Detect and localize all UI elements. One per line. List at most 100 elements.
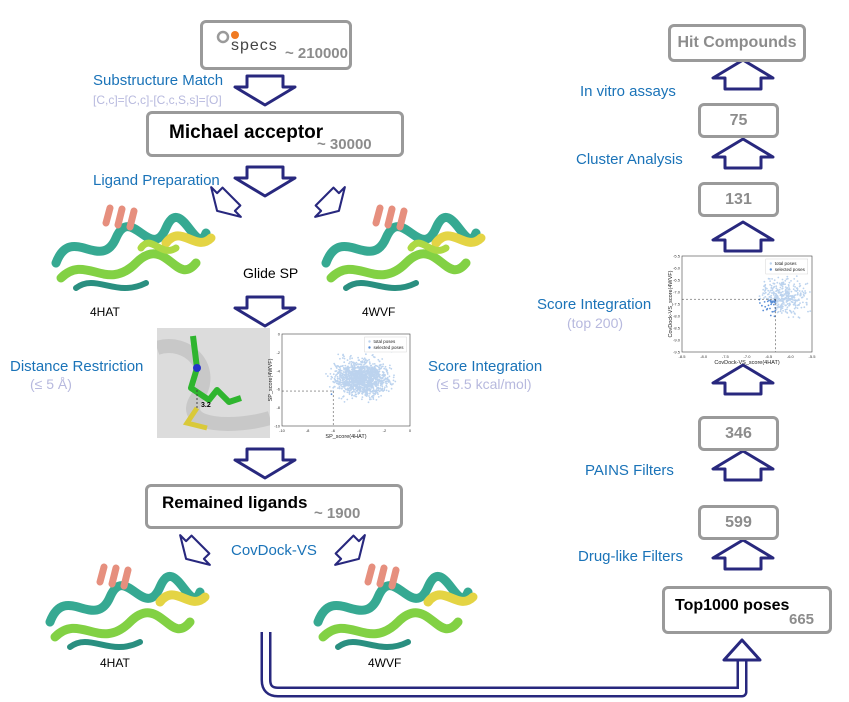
legend-marker [368, 346, 371, 349]
pdb-label-4hat: 4HAT [90, 305, 120, 319]
arrow-up-131 [711, 220, 775, 253]
score-integration-right-sub: (top 200) [567, 315, 624, 331]
legend-label: total poses [373, 339, 396, 344]
pdb-label-4hat-covdock: 4HAT [100, 656, 130, 670]
count-131: 131 [725, 191, 752, 208]
michael-box: Michael acceptor ~ 30000 [146, 111, 404, 157]
covdock-score-plot: -8.5 -8.0 -7.5 -7.0 -6.5 -6.0 -5.5 -5.5 -6.0 -6.5… [668, 252, 818, 370]
legend-marker [368, 340, 371, 343]
x-tick-label: -8.5 [679, 354, 687, 359]
legend-box [765, 258, 809, 275]
protein-structure-4wvf-covdock [313, 563, 478, 650]
protein-structure-4hat [51, 204, 216, 291]
distance-sub: (≤ 5 Å) [30, 376, 72, 392]
distance-label: Distance Restriction [10, 358, 144, 375]
u-connector-head [722, 638, 762, 662]
covdock-label: CovDock-VS [231, 542, 317, 559]
legend-label: selected poses [775, 267, 806, 272]
x-tick-label: -2 [383, 428, 387, 433]
count-346: 346 [725, 425, 752, 442]
x-axis-label: CovDock-VS_score(4HAT) [714, 360, 779, 366]
y-tick-label: -4 [276, 368, 280, 373]
top1000-count: 665 [789, 611, 815, 628]
arrow-up-346 [711, 449, 775, 482]
x-tick-label: -8 [306, 428, 310, 433]
druglike-label: Drug-like Filters [578, 548, 684, 565]
ligprep-label: Ligand Preparation [93, 172, 220, 189]
x-tick-label: -5.5 [809, 354, 817, 359]
score-integration-left-label: Score Integration [428, 358, 543, 375]
score-integration-left-sub: (≤ 5.5 kcal/mol) [436, 376, 532, 392]
hit-compounds-label: Hit Compounds [677, 34, 797, 51]
michael-label: Michael acceptor [169, 122, 324, 143]
pdb-label-4wvf: 4WVF [362, 305, 396, 319]
x-tick-label: -6 [331, 428, 335, 433]
protein-structure-4wvf [321, 204, 486, 291]
remained-count: ~ 1900 [314, 505, 361, 522]
legend-marker [769, 268, 772, 271]
y-tick-label: -6.5 [673, 278, 681, 283]
count-131-box: 131 [698, 182, 779, 217]
specs-box: specs ~ 210000 [200, 20, 352, 70]
x-tick-label: -7.5 [722, 354, 730, 359]
legend-marker [769, 262, 772, 265]
cluster-label: Cluster Analysis [576, 151, 683, 168]
x-tick-label: 0 [409, 428, 412, 433]
legend-box [364, 336, 407, 353]
count-599-box: 599 [698, 505, 779, 540]
y-tick-label: -9.0 [673, 338, 681, 343]
y-tick-label: -2 [276, 350, 280, 355]
invitro-label: In vitro assays [580, 83, 676, 100]
y-tick-label: -8 [276, 405, 280, 410]
y-axis-label: CovDock-VS_score(4WVF) [668, 270, 674, 337]
smarts-pattern: [C,c]=[C,c]-[C,c,S,s]=[O] [93, 93, 222, 107]
legend-label: selected poses [373, 345, 404, 350]
substructure-label: Substructure Match [93, 72, 224, 89]
y-tick-label: -6.0 [673, 266, 681, 271]
count-599: 599 [725, 514, 752, 531]
x-axis-label: SP_score(4HAT) [325, 434, 366, 440]
arrow-up-75 [711, 137, 775, 170]
x-tick-label: -6.0 [787, 354, 795, 359]
ligand-pose-image: 3.2 [157, 328, 270, 438]
x-tick-label: -10 [279, 428, 286, 433]
arrow-down-specs [233, 74, 297, 107]
hit-compounds-box: Hit Compounds [668, 24, 806, 62]
arrow-up-hit [711, 58, 775, 91]
x-tick-label: -8.0 [700, 354, 708, 359]
y-tick-label: -9.5 [673, 350, 681, 355]
x-tick-label: -4 [357, 428, 361, 433]
pains-label: PAINS Filters [585, 462, 674, 479]
arrow-down-glide [233, 295, 297, 328]
y-tick-label: -5.5 [673, 254, 681, 259]
score-integration-right-label: Score Integration [537, 296, 652, 313]
remained-label: Remained ligands [162, 493, 308, 512]
y-tick-label: -10 [274, 424, 281, 429]
y-tick-label: -6 [276, 387, 280, 392]
ligand-pose-drawing [157, 335, 270, 431]
specs-count: ~ 210000 [285, 45, 348, 62]
x-tick-label: -7.0 [744, 354, 752, 359]
covdock-score-plot-svg: -8.5 -8.0 -7.5 -7.0 -6.5 -6.0 -5.5 -5.5 -6.0 -6.5… [668, 254, 817, 367]
glide-label: Glide SP [243, 265, 299, 281]
protein-structure-4hat-covdock [45, 563, 210, 650]
y-tick-label: -7.5 [673, 302, 681, 307]
top1000-label: Top1000 poses [675, 597, 790, 614]
y-axis-label: SP_score(4WVF) [268, 358, 274, 401]
pdb-label-4wvf-covdock: 4WVF [368, 656, 402, 670]
u-connector-inner [263, 632, 745, 695]
arrow-up-599 [711, 538, 775, 571]
y-tick-label: -7.0 [673, 290, 681, 295]
specs-logo-icon [216, 30, 239, 44]
arrow-down-michael [233, 165, 297, 198]
distance-value: 3.2 [201, 402, 211, 409]
top1000-box: Top1000 poses 665 [662, 586, 832, 634]
y-tick-label: 0 [278, 332, 281, 337]
y-tick-label: -8.0 [673, 314, 681, 319]
count-75-box: 75 [698, 103, 779, 138]
x-tick-label: -6.5 [765, 354, 773, 359]
count-75: 75 [729, 112, 748, 129]
count-346-box: 346 [698, 416, 779, 451]
